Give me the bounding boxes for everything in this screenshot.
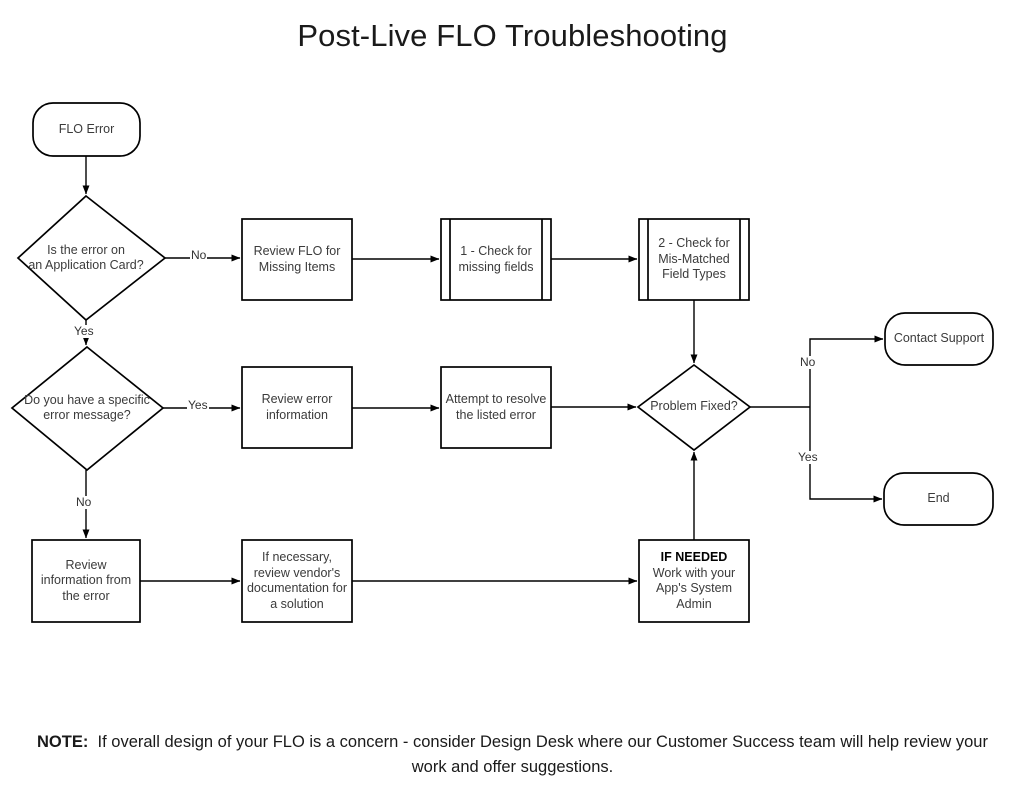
node-review-error-info: [241, 366, 353, 449]
node-contact-support: [884, 312, 994, 366]
edge-label-problem-fixed-no: No: [799, 355, 817, 369]
node-review-vendor-docs: [241, 539, 353, 623]
node-work-with-admin: [638, 539, 750, 623]
edge-label-error-msg-yes: Yes: [187, 398, 209, 412]
node-error-on-app-card: [16, 194, 167, 322]
node-flo-error: [32, 102, 141, 157]
node-end: [883, 472, 994, 526]
node-problem-fixed: [636, 363, 752, 452]
edge-label-app-card-no: No: [190, 248, 208, 262]
edge-label-app-card-yes: Yes: [73, 324, 95, 338]
edge-label-error-msg-no: No: [75, 495, 93, 509]
node-review-flo-missing: [241, 218, 353, 301]
edge-problem-fixed-yes-to-end: [809, 407, 883, 503]
note-label: NOTE:: [37, 733, 89, 751]
node-review-info-error: [31, 539, 141, 623]
node-check-missing-fields: [440, 218, 552, 301]
edge-label-problem-fixed-yes: Yes: [797, 450, 819, 464]
note-block: NOTE: If overall design of your FLO is a…: [30, 730, 995, 780]
node-check-mismatched: [638, 218, 750, 301]
node-specific-error-msg: [10, 345, 165, 472]
note-text: If overall design of your FLO is a conce…: [97, 733, 988, 776]
node-attempt-resolve: [440, 366, 552, 449]
page-title: Post-Live FLO Troubleshooting: [297, 18, 728, 53]
edge-problem-fixed-no-to-contact-support: [809, 335, 884, 407]
